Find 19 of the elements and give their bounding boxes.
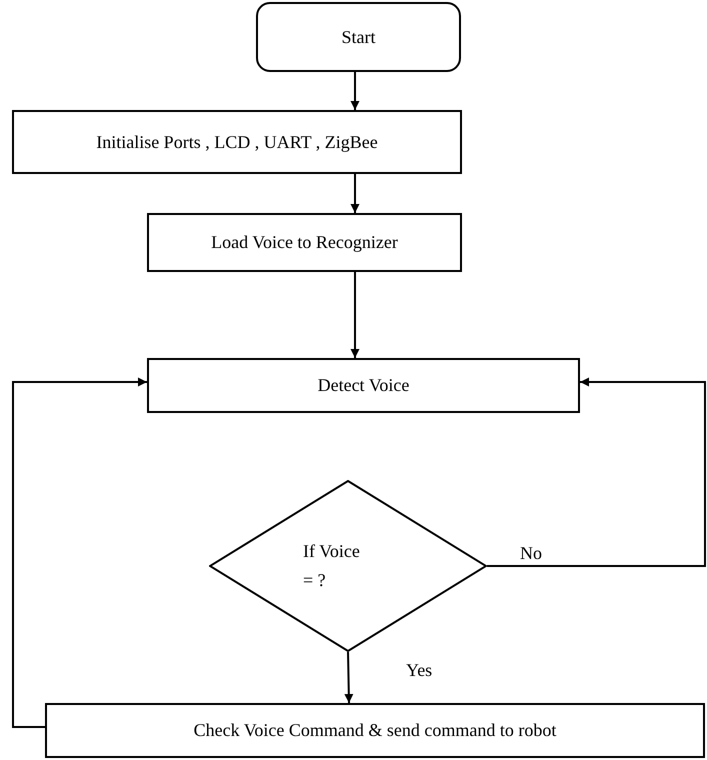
arrow <box>350 272 360 358</box>
edge-label: No <box>520 543 542 564</box>
process-box <box>147 358 580 413</box>
step-text: Check Voice Command & send command to robot <box>194 720 556 741</box>
arrow <box>350 72 360 110</box>
step-text: Detect Voice <box>318 375 410 396</box>
process-box <box>45 703 705 758</box>
arrow <box>350 174 360 213</box>
edge-label: Yes <box>406 660 432 681</box>
arrow <box>344 652 354 704</box>
arrow <box>12 378 147 728</box>
process-box <box>12 110 462 174</box>
decision-text: If Voice = ? <box>303 540 361 592</box>
process-box <box>147 213 462 272</box>
step-text: Initialise Ports , LCD , UART , ZigBee <box>96 132 378 152</box>
terminal-box <box>256 2 461 72</box>
step-text: Load Voice to Recognizer <box>211 232 398 253</box>
step-text: Start <box>342 26 376 48</box>
arrow <box>487 378 706 567</box>
